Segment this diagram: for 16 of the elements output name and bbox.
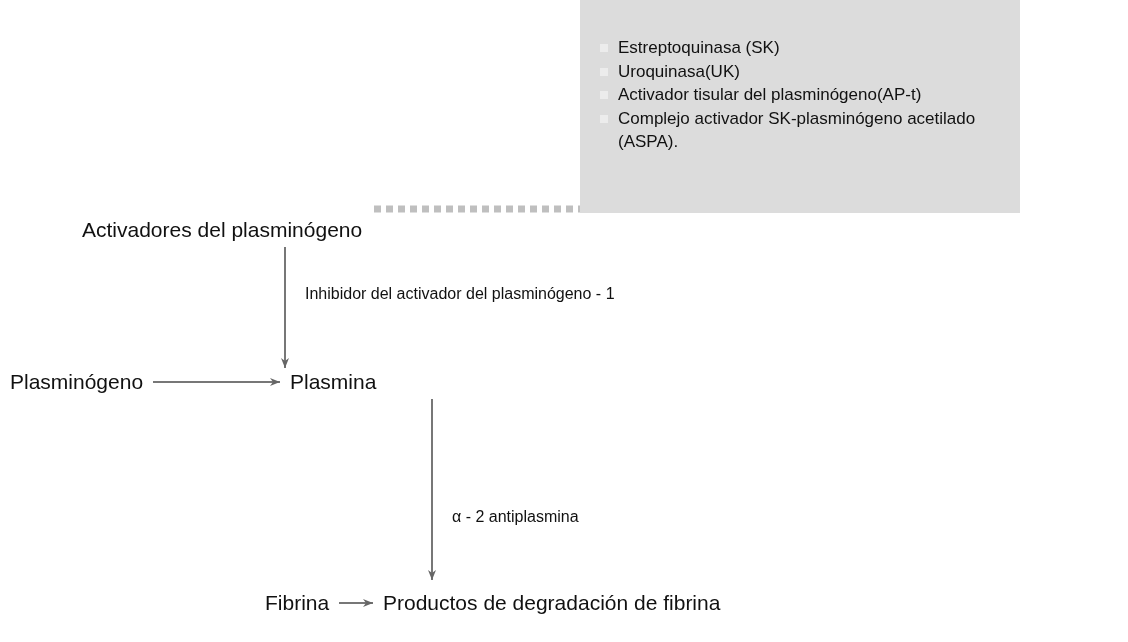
list-item: Activador tisular del plasminógeno(AP-t): [600, 83, 1000, 107]
term-label: Plasminógeno: [10, 369, 144, 395]
term-label: Fibrina: [265, 590, 330, 616]
arrow: [338, 599, 374, 607]
list-item: Uroquinasa(UK): [600, 59, 1000, 83]
term-label: Plasmina: [290, 369, 377, 395]
edge-label: α - 2 antiplasmina: [452, 508, 579, 526]
arrow: [428, 398, 436, 581]
term-label: Productos de degradación de fibrina: [383, 590, 721, 616]
term-label: Activadores del plasminógeno: [82, 217, 363, 243]
list-item: Complejo activador SK-plasminógeno acetilado (ASPA).: [600, 106, 1000, 154]
note-panel: [580, 0, 1020, 213]
edge-label: Inhibidor del activador del plasminógeno - 1: [305, 285, 615, 303]
arrow: [152, 378, 281, 386]
list-item: Estreptoquinasa (SK): [600, 36, 1000, 60]
arrow: [281, 246, 289, 369]
